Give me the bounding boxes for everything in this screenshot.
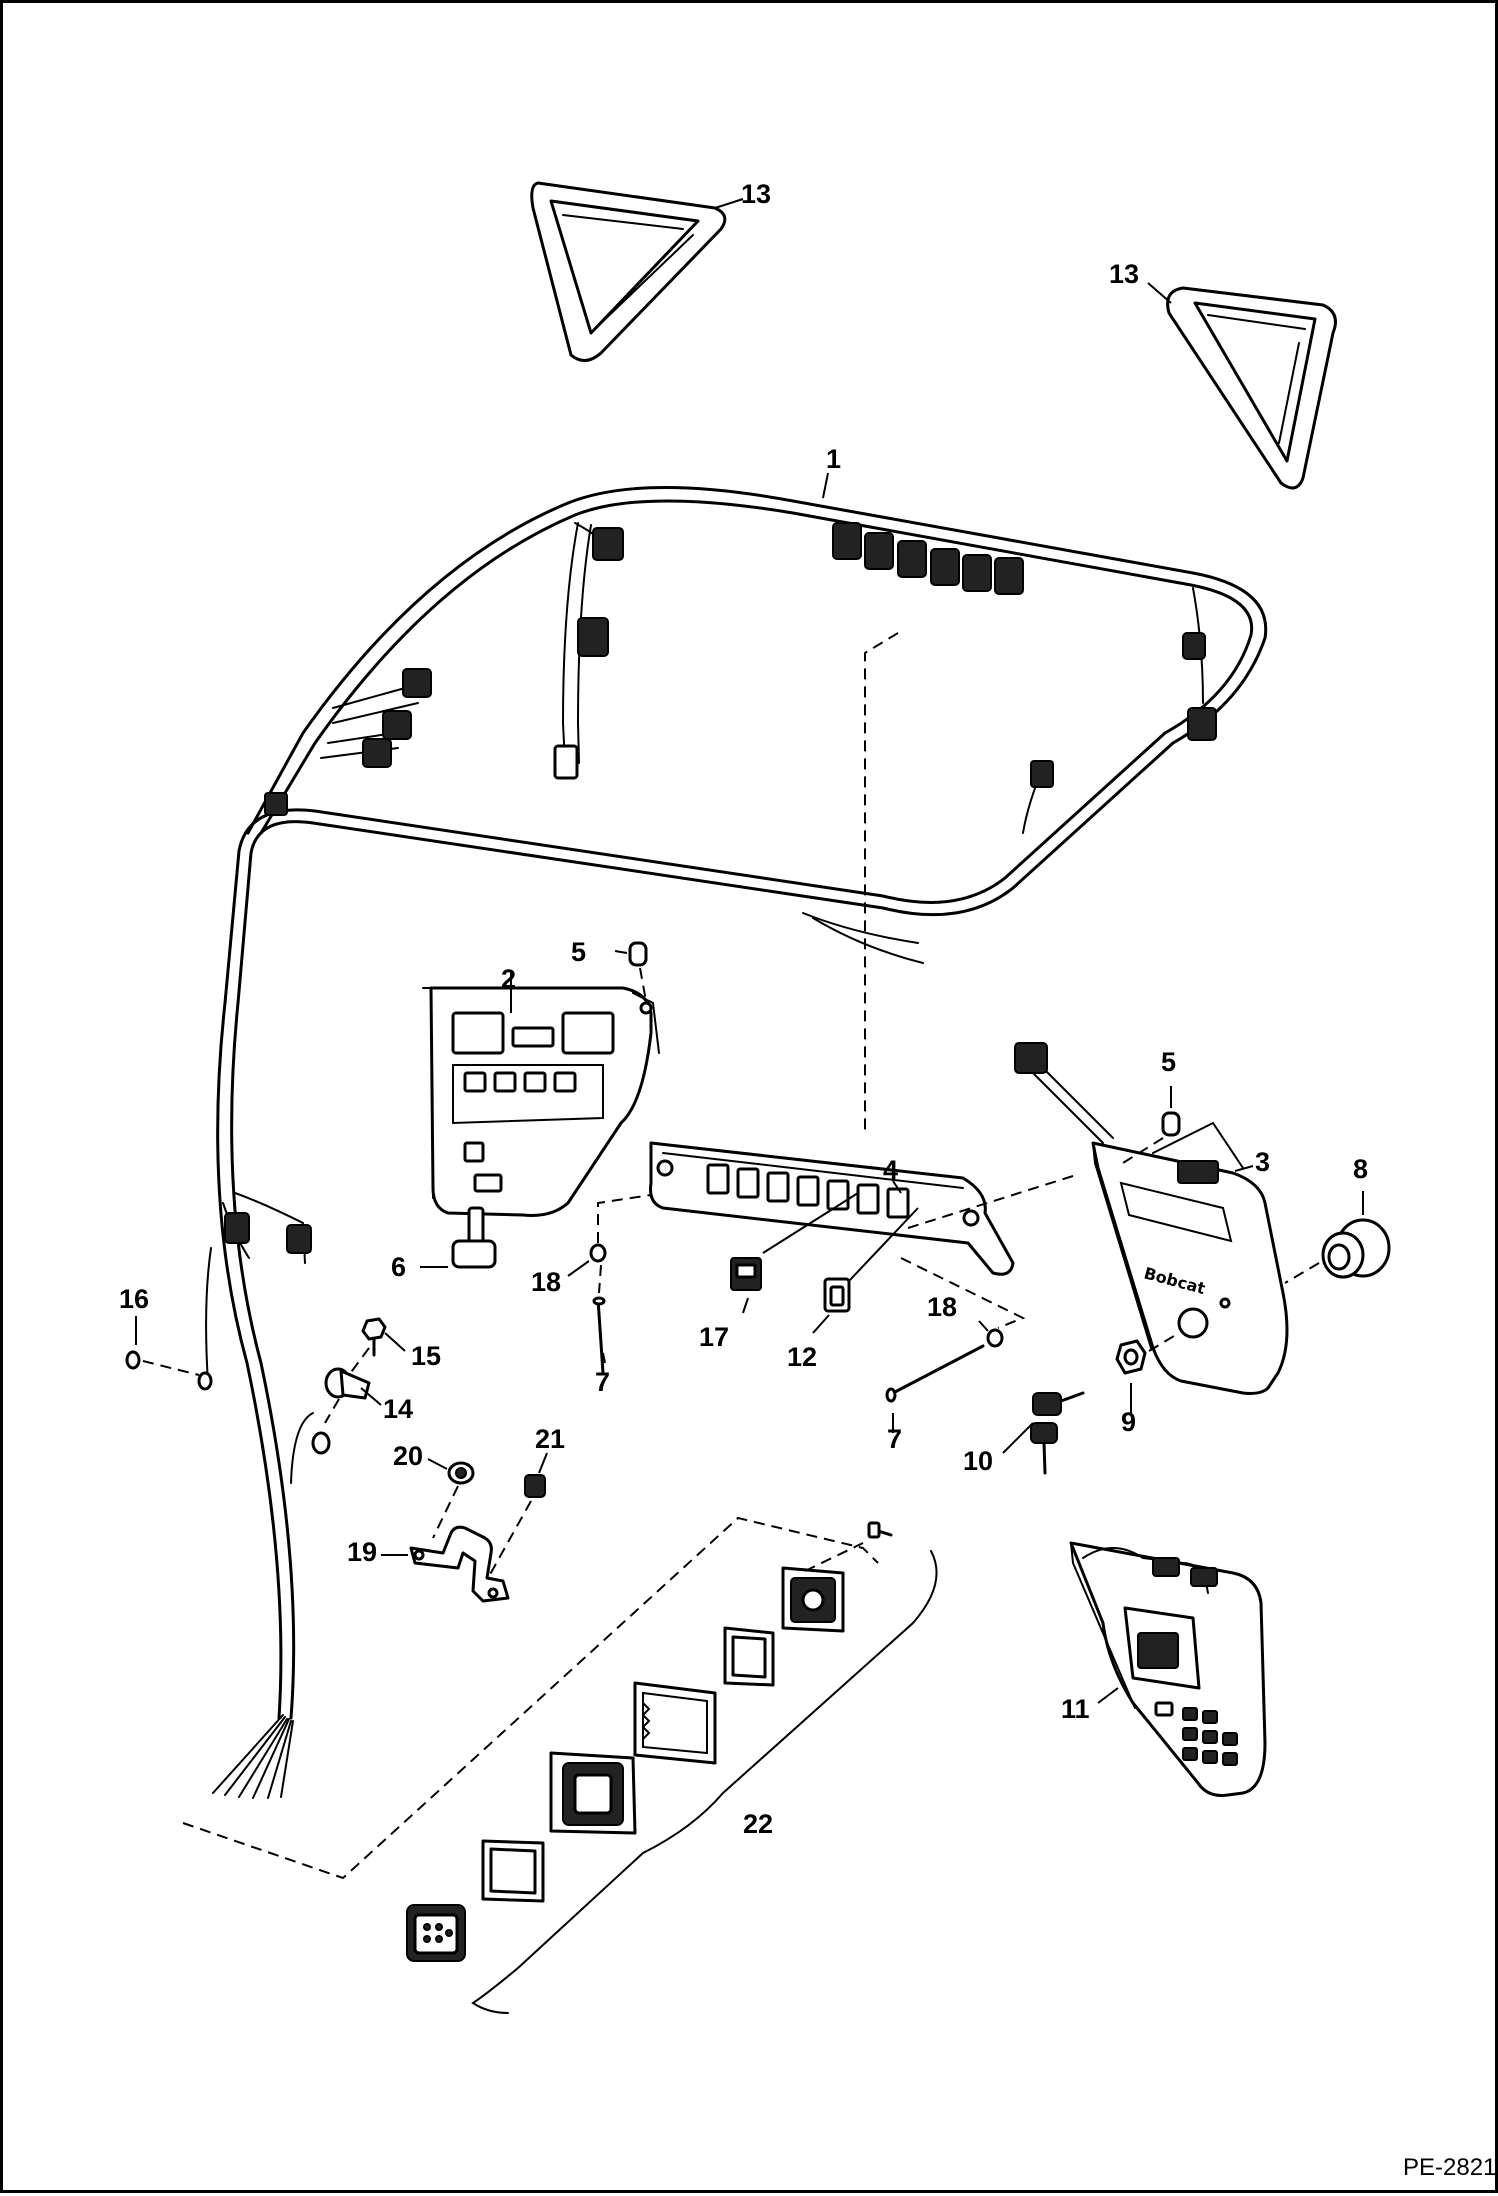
bolt-7a-drawing <box>592 1296 606 1375</box>
callout-4: 4 <box>883 1155 898 1185</box>
nut-20-drawing <box>447 1461 475 1485</box>
window-seal-right-drawing <box>1166 286 1337 490</box>
document-code: PE-2821 <box>1403 2154 1496 2181</box>
callout-13b: 13 <box>1109 259 1139 289</box>
bolt-7b-drawing <box>885 1344 985 1403</box>
callout-16: 16 <box>119 1284 149 1314</box>
ground-washer-16-drawing <box>125 1350 141 1370</box>
callout-2: 2 <box>501 964 516 994</box>
plug-5a-drawing <box>628 941 648 967</box>
callout-18b: 18 <box>927 1292 957 1322</box>
connector-assembly-22-drawing <box>406 1521 893 1962</box>
callout-17: 17 <box>699 1322 729 1352</box>
callout-8: 8 <box>1353 1154 1368 1184</box>
callout-19: 19 <box>347 1537 377 1567</box>
callout-14: 14 <box>383 1394 413 1424</box>
plug-5b-drawing <box>1161 1111 1181 1137</box>
callout-13a: 13 <box>741 179 771 209</box>
center-switch-panel-drawing <box>649 1141 1015 1276</box>
keys-10-drawing <box>1030 1391 1085 1475</box>
exploded-parts-diagram: Bobcat <box>119 179 1496 2181</box>
callout-1: 1 <box>826 444 841 474</box>
washer-18b-drawing <box>986 1328 1004 1348</box>
callout-18a: 18 <box>531 1267 561 1297</box>
callout-7b: 7 <box>887 1424 902 1454</box>
callout-11: 11 <box>1061 1694 1090 1724</box>
bracket-19-drawing <box>409 1525 510 1603</box>
callout-7a: 7 <box>595 1367 610 1397</box>
rocker-switch-17-drawing <box>730 1257 762 1291</box>
callout-22: 22 <box>743 1809 773 1839</box>
callout-20: 20 <box>393 1441 423 1471</box>
left-switch-panel-drawing <box>422 986 660 1217</box>
callout-9: 9 <box>1121 1407 1136 1437</box>
grommet-21-drawing <box>524 1474 546 1498</box>
screw-15-drawing <box>361 1317 387 1357</box>
callout-5b: 5 <box>1161 1047 1176 1077</box>
callout-15: 15 <box>411 1341 441 1371</box>
keypad-panel-11-drawing <box>1069 1541 1267 1797</box>
callout-6: 6 <box>391 1252 406 1282</box>
washer-18a-drawing <box>589 1243 607 1263</box>
clamp-14-drawing <box>311 1367 371 1455</box>
window-seal-left-drawing <box>530 181 727 362</box>
callout-21: 21 <box>535 1424 565 1454</box>
bezel-8-drawing <box>1321 1218 1391 1279</box>
nut-9-drawing <box>1115 1339 1147 1375</box>
callout-labels: 13 13 1 5 2 5 4 3 8 6 18 16 15 17 12 18 … <box>119 179 1368 1839</box>
blank-plug-12-drawing <box>823 1277 851 1313</box>
callout-12: 12 <box>787 1342 817 1372</box>
wiring-harness-drawing <box>197 486 1268 1799</box>
callout-3: 3 <box>1255 1147 1270 1177</box>
right-key-panel-drawing: Bobcat <box>1014 1042 1289 1395</box>
callout-10: 10 <box>963 1446 993 1476</box>
callout-5a: 5 <box>571 937 586 967</box>
knob-6-drawing <box>451 1206 497 1269</box>
svg-text:Bobcat: Bobcat <box>1142 1264 1208 1299</box>
